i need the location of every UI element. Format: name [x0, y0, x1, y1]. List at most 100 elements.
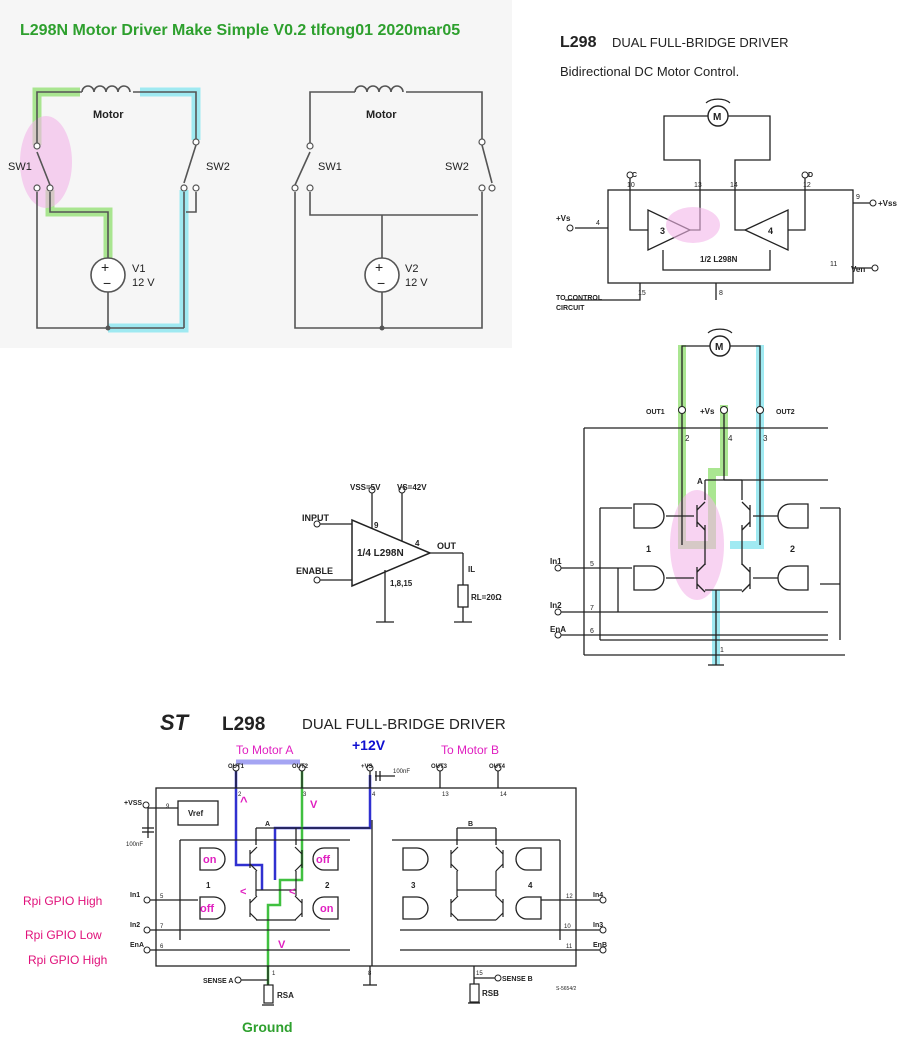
right-source-voltage: 12 V: [405, 277, 428, 289]
left-motor-coil: [81, 85, 131, 93]
pin-num-3: 3: [303, 792, 307, 798]
gate-group-3: 3: [411, 881, 416, 890]
panel4-vs: +Vs: [700, 407, 715, 416]
panel2-half: 1/2 L298N: [700, 255, 738, 264]
panel3-amplifier-triangle: [351, 518, 432, 588]
right-source-name: V2: [405, 263, 418, 275]
gate-off-2: off: [316, 854, 330, 866]
pin-ena: EnA: [130, 942, 144, 949]
left-plus-sign: +: [101, 259, 109, 275]
left-sw1-label: SW1: [8, 161, 32, 173]
panel4-pin5: 5: [590, 561, 594, 568]
pin-num-1: 1: [272, 971, 276, 977]
panel4-pin6: 6: [590, 628, 594, 635]
rpi-gpio-in1: Rpi GPIO High: [23, 894, 102, 908]
pin-num-15: 15: [476, 971, 483, 977]
panel5-part: L298: [222, 714, 265, 735]
panel3-il: IL: [468, 565, 475, 574]
gate-off-1: off: [200, 903, 214, 915]
panel2-pin-11: 11: [830, 261, 837, 268]
flow-lt-1: <: [240, 886, 246, 898]
flow-lt-2: <: [289, 886, 295, 898]
panel4-pink-highlight: [670, 490, 724, 600]
panel2-circuit: CIRCUIT: [556, 305, 585, 312]
panel2-motor-arc: [705, 98, 731, 104]
pin-num-2: 2: [238, 792, 242, 798]
panel4-motor-arc: [707, 328, 733, 334]
right-minus-sign: −: [377, 275, 385, 291]
panel3-vs: VS=42V: [397, 483, 427, 492]
left-minus-sign: −: [103, 275, 111, 291]
pin-in3: In3: [593, 922, 603, 929]
pin-num-4: 4: [372, 792, 376, 798]
panel4-pin1: 1: [720, 647, 724, 654]
panel2-pin-9: 9: [856, 194, 860, 201]
pin-num-5: 5: [160, 894, 164, 900]
panel4-node-a: A: [697, 477, 703, 486]
gate-group-2: 2: [325, 881, 330, 890]
pin-vs: +VS: [361, 764, 373, 770]
pin-num-6: 6: [160, 944, 164, 950]
right-sw1-label: SW1: [318, 161, 342, 173]
panel3-enable: ENABLE: [296, 566, 333, 576]
cap-100nf-a: 100nF: [393, 769, 410, 775]
panel4-in1: In1: [550, 557, 562, 566]
pin-in4: In4: [593, 892, 603, 899]
panel5-terminals: [142, 764, 607, 984]
panel2-pin-13: 13: [694, 182, 702, 189]
panel2-subtitle: Bidirectional DC Motor Control.: [560, 64, 739, 79]
panel-l298-full: ST L298 DUAL FULL-BRIDGE DRIVER To Motor…: [23, 710, 607, 1035]
pin-in2: In2: [130, 922, 140, 929]
panel2-part: L298: [560, 34, 597, 51]
pin-enb: EnB: [593, 942, 607, 949]
panel2-motor-label: M: [713, 112, 721, 123]
panel2-pin-14: 14: [730, 182, 738, 189]
rpi-gpio-ena: Rpi GPIO High: [28, 953, 107, 967]
panel2-pin-d: D: [808, 172, 813, 179]
node-a: A: [265, 821, 270, 828]
panel2-title: DUAL FULL-BRIDGE DRIVER: [612, 35, 789, 50]
flow-caret-up: ^: [240, 794, 248, 809]
panel2-pin-circles: [566, 171, 879, 272]
pin-out4: OUT4: [489, 764, 506, 770]
panel2-pink-highlight: [666, 207, 720, 243]
panel4-pin3: 3: [763, 434, 768, 443]
panel-half-bridge: M: [550, 328, 845, 666]
sense-a-label: SENSE A: [203, 978, 233, 985]
gate-on-1: on: [203, 854, 217, 866]
panel4-pin7: 7: [590, 605, 594, 612]
rsb-label: RSB: [482, 989, 499, 998]
left-source-voltage: 12 V: [132, 277, 155, 289]
panel2-vss: +Vss: [878, 199, 897, 208]
right-plus-sign: +: [375, 259, 383, 275]
panel2-pin-12: 12: [803, 182, 811, 189]
left-source-name: V1: [132, 263, 145, 275]
gate-group-1: 1: [206, 881, 211, 890]
panel2-amp4: 4: [768, 226, 773, 236]
panel5-and-gates: [199, 847, 542, 920]
rsb-resistor: [469, 983, 480, 1003]
panel2-pin-c: C: [632, 172, 637, 179]
node-b: B: [468, 821, 473, 828]
panel3-out: OUT: [437, 541, 457, 551]
st-logo: ST: [160, 710, 190, 735]
to-motor-b-label: To Motor B: [441, 743, 499, 757]
left-junction-dot: [105, 325, 111, 331]
rpi-gpio-in2: Rpi GPIO Low: [25, 928, 102, 942]
panel4-terminals: [554, 406, 764, 639]
panel4-ena: EnA: [550, 625, 566, 634]
pin-out2: OUT2: [292, 764, 309, 770]
panel-switch-bridge: L298N Motor Driver Make Simple V0.2 tlfo…: [0, 0, 512, 348]
pin-num-12: 12: [566, 894, 573, 900]
right-voltage-source: [364, 257, 400, 293]
panel3-pins: 1,8,15: [390, 579, 413, 588]
panel4-gate2: 2: [790, 544, 795, 554]
pin-num-8: 8: [368, 971, 372, 977]
panel3-label: 1/4 L298N: [357, 548, 404, 559]
panel3-vss: VSS=5V: [350, 483, 381, 492]
panel4-wires: [560, 345, 845, 666]
panel4-motor-label: M: [715, 342, 723, 353]
pin-num-13: 13: [442, 792, 449, 798]
left-voltage-source: [90, 257, 126, 293]
